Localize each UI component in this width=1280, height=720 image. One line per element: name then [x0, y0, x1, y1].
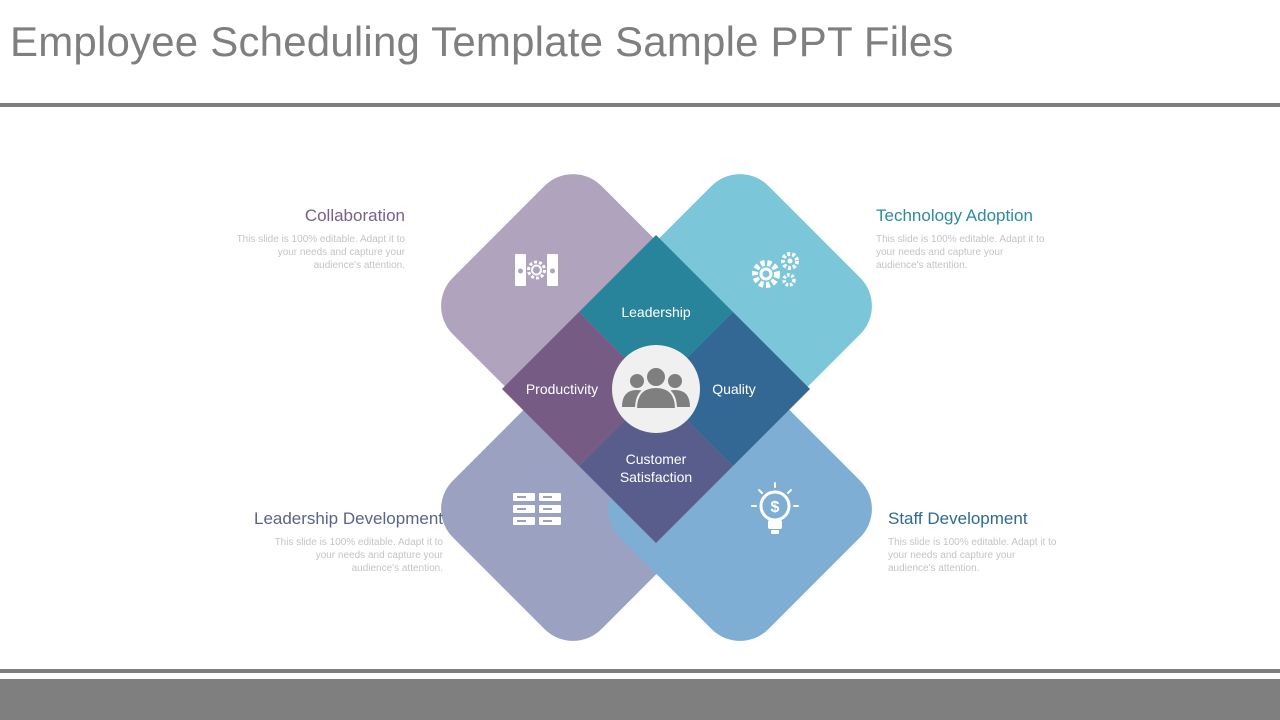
heading-staff-development: Staff Development: [888, 509, 1028, 528]
block-leadership-development: Leadership Development This slide is 100…: [233, 509, 443, 575]
svg-text:$: $: [771, 499, 780, 516]
heading-collaboration: Collaboration: [304, 206, 405, 225]
block-technology-adoption: Technology Adoption This slide is 100% e…: [876, 206, 1086, 272]
heading-technology-adoption: Technology Adoption: [876, 206, 1033, 225]
top-divider: [0, 103, 1280, 107]
description-collaboration: This slide is 100% editable. Adapt it to…: [236, 234, 405, 271]
bottom-divider: [0, 669, 1280, 673]
description-leadership-development: This slide is 100% editable. Adapt it to…: [274, 537, 443, 574]
heading-leadership-development: Leadership Development: [253, 509, 443, 528]
block-staff-development: Staff Development This slide is 100% edi…: [888, 509, 1098, 575]
cell-customer-satisfaction: [579, 389, 733, 543]
cell-label-quality: Quality: [712, 381, 756, 397]
description-staff-development: This slide is 100% editable. Adapt it to…: [888, 537, 1057, 574]
cell-label-customer: Customer: [626, 451, 687, 467]
slide-title: Employee Scheduling Template Sample PPT …: [10, 18, 954, 65]
description-technology-adoption: This slide is 100% editable. Adapt it to…: [876, 234, 1045, 271]
cell-label-productivity: Productivity: [526, 381, 598, 397]
gears-icon: [752, 252, 799, 288]
lightbulb-dollar-icon: $: [751, 482, 799, 534]
server-rack-icon: [513, 493, 561, 525]
footer-band: [0, 679, 1280, 720]
cell-label-leadership: Leadership: [621, 304, 690, 320]
block-collaboration: Collaboration This slide is 100% editabl…: [195, 206, 405, 272]
cell-label-satisfaction: Satisfaction: [620, 469, 692, 485]
binders-gear-icon: [515, 254, 558, 286]
team-people-icon: [622, 366, 690, 410]
